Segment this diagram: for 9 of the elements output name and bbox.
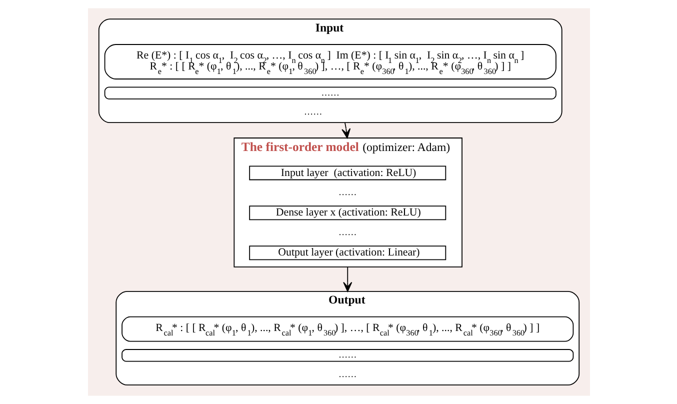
arrow <box>341 122 350 138</box>
node-box: Input layer (activation: ReLU) <box>248 166 446 180</box>
label: …… <box>338 187 356 198</box>
node-box: Output layer (activation: Linear) <box>248 246 446 260</box>
arrow <box>342 266 352 292</box>
node-box: …… <box>121 349 574 362</box>
label: …… <box>338 227 356 238</box>
node-box: …… <box>104 86 556 100</box>
node-box: Dense layer x (activation: ReLU) <box>248 206 446 220</box>
